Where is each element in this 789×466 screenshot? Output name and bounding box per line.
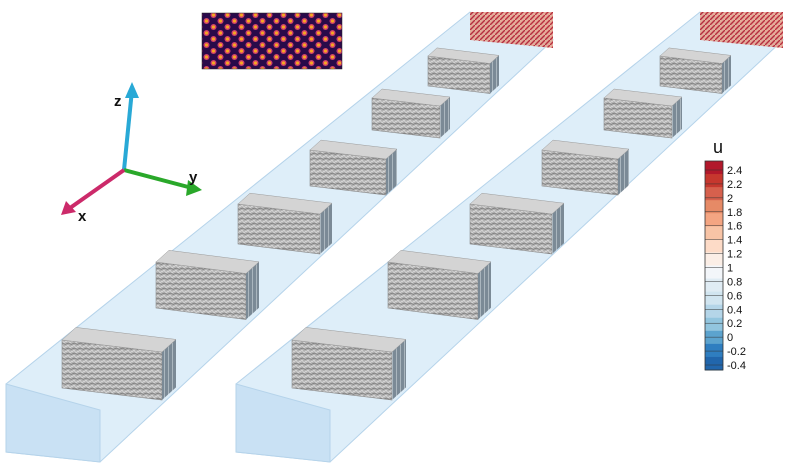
block-right-4 [541, 139, 630, 196]
z-axis-arrowhead [125, 82, 139, 98]
colorbar-tick-label: 1 [727, 263, 733, 275]
block-left-2 [155, 250, 260, 320]
colorbar-title: u [713, 137, 723, 157]
colorbar-swatch [705, 239, 723, 253]
z-axis-arrow [122, 89, 134, 171]
x-axis-label: x [78, 208, 87, 225]
colorbar-tick-label: 0.6 [727, 290, 742, 302]
colorbar-swatch [705, 304, 723, 319]
blocks-right [291, 47, 732, 401]
colorbar-tick-label: 1.6 [727, 221, 742, 233]
colorbar-tick-label: 0.8 [727, 276, 742, 288]
x-axis-arrowhead [61, 201, 76, 215]
colorbar-swatch [705, 330, 723, 345]
block-right-2 [387, 250, 492, 320]
colorbar-ticks: 2.4 2.2 2 1.8 1.6 1.4 1.2 10.8 0.6 0.4 0.2 0 -0.2 -0.… [705, 165, 746, 372]
colorbar-swatch [705, 278, 723, 293]
block-left-6 [427, 47, 500, 94]
axes-triad: z y x [61, 82, 202, 225]
colorbar-tick-label: 0 [727, 332, 733, 344]
colorbar-swatch [705, 252, 723, 266]
colorbar-swatch [705, 265, 723, 280]
colorbar-tick-label: 0.4 [727, 304, 742, 316]
x-axis-arrow [68, 168, 126, 210]
y-axis-arrow [123, 168, 193, 190]
block-left-4 [309, 139, 398, 196]
colorbar-swatches [704, 160, 724, 371]
colorbar-swatch [705, 291, 723, 306]
colorbar-swatch [705, 174, 723, 188]
colorbar-tick-label: 2.2 [727, 179, 742, 191]
block-right-1 [291, 327, 407, 401]
colorbar-swatch [705, 200, 723, 214]
colorbar-tick-label: 0.2 [727, 318, 742, 330]
block-left-3 [237, 192, 333, 255]
colorbar-tick-label: 1.4 [727, 235, 742, 247]
colorbar-tick-label: 2 [727, 193, 733, 205]
inset-pattern-image [201, 12, 343, 70]
colorbar-swatch [705, 187, 723, 201]
block-right-6 [659, 47, 732, 94]
colorbar-tick-label: 1.8 [727, 207, 742, 219]
colorbar: u 2.4 2.2 2 1.8 1.6 1.4 1.2 10.8 0.6 0.4 0.2 0 -0.2 -… [704, 137, 746, 372]
colorbar-swatch [705, 161, 723, 175]
colorbar-tick-label: 2.4 [727, 165, 742, 177]
forcing-region-left [470, 12, 553, 48]
forcing-region-right [700, 12, 783, 48]
colorbar-tick-label: 1.2 [727, 249, 742, 261]
y-axis-arrowhead [186, 180, 202, 196]
colorbar-swatch [705, 343, 723, 358]
block-left-5 [371, 88, 451, 139]
block-right-5 [603, 88, 683, 139]
colorbar-frame [704, 160, 724, 371]
colorbar-swatch [705, 213, 723, 227]
colorbar-swatch [705, 317, 723, 332]
colorbar-swatch [705, 356, 723, 371]
y-axis-label: y [189, 169, 198, 186]
colorbar-tick-label: -0.4 [727, 360, 746, 372]
block-right-3 [469, 192, 565, 255]
block-left-1 [61, 327, 177, 401]
colorbar-swatch [705, 226, 723, 240]
colorbar-tick-label: -0.2 [727, 346, 746, 358]
blocks-left [61, 47, 500, 401]
z-axis-label: z [114, 93, 122, 110]
